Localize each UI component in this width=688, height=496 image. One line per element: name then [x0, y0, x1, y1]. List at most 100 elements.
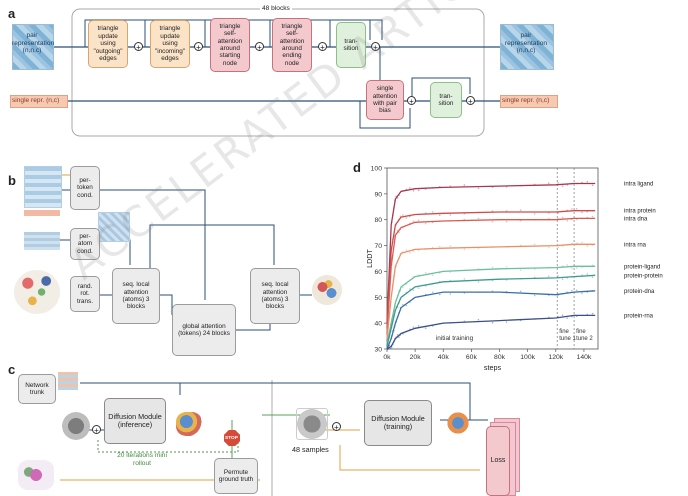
- series-point: [386, 330, 389, 333]
- series-point: [405, 304, 408, 307]
- series-point: [591, 312, 594, 315]
- y-tick-label: 70: [374, 243, 382, 250]
- series-point: [386, 347, 389, 350]
- series-point: [405, 283, 408, 285]
- series-point: [591, 264, 594, 267]
- series-point: [491, 210, 494, 213]
- series-point: [566, 317, 569, 319]
- series-point: [417, 219, 420, 222]
- series-point: [449, 245, 452, 247]
- training-output-image: [444, 410, 472, 436]
- series-point: [402, 190, 404, 192]
- plus-icon: +: [92, 425, 101, 435]
- per-token-cond-box: per-token cond.: [70, 166, 100, 210]
- rollout-structure-image: [176, 412, 202, 436]
- y-tick-label: 40: [374, 321, 382, 328]
- series-point: [566, 219, 569, 222]
- series-point: [575, 267, 578, 269]
- series-point: [417, 274, 420, 276]
- series-point: [388, 329, 391, 331]
- plus-icon: +: [194, 42, 203, 52]
- series-point: [477, 268, 480, 270]
- x-tick-label: 120k: [548, 354, 563, 361]
- series-line: [386, 243, 596, 339]
- series-point: [393, 246, 395, 248]
- series-point: [388, 341, 391, 344]
- series-point: [581, 181, 583, 184]
- series-point: [586, 245, 589, 247]
- series-point: [581, 274, 583, 277]
- series-line: [386, 274, 596, 347]
- series-point: [396, 316, 399, 319]
- triangle-attn-start-box: triangle self-attention around starting …: [210, 18, 250, 72]
- series-point: [571, 289, 573, 292]
- series-point: [561, 278, 564, 281]
- y-axis-label: LDDT: [365, 249, 374, 268]
- phase-label: initial training: [436, 335, 474, 342]
- series-line: [386, 265, 596, 344]
- series-point: [438, 272, 441, 274]
- y-tick-label: 100: [371, 166, 383, 173]
- series-point: [571, 218, 573, 221]
- series-point: [387, 346, 390, 348]
- series-point: [402, 332, 404, 335]
- series-point: [394, 228, 396, 230]
- samples-stack-image: [296, 408, 328, 440]
- x-tick-label: 140k: [577, 354, 592, 361]
- series-point: [586, 210, 589, 213]
- series-point: [438, 280, 441, 283]
- series-point: [561, 210, 564, 213]
- series-point: [387, 306, 390, 309]
- y-tick-label: 90: [374, 191, 382, 198]
- series-label: intra rna: [624, 242, 647, 248]
- x-axis-label: steps: [484, 363, 502, 372]
- series-point: [491, 290, 494, 293]
- series-point: [491, 279, 494, 282]
- series-point: [491, 266, 494, 269]
- series-point: [395, 305, 397, 308]
- series-point: [390, 326, 393, 328]
- series-point: [402, 226, 404, 229]
- iterations-label: 20 iterations mini rollout: [117, 452, 167, 467]
- x-tick-label: 40k: [438, 354, 450, 361]
- series-point: [533, 243, 536, 246]
- series-point: [399, 215, 402, 218]
- series-point: [395, 265, 397, 268]
- series-point: [388, 344, 391, 347]
- series-point: [566, 291, 569, 293]
- series-point: [388, 312, 391, 315]
- pair-output-heatmap: [500, 24, 554, 70]
- series-point: [571, 208, 573, 210]
- triangle-incoming-box: triangle update using "incoming" edges: [150, 20, 190, 68]
- diffusion-training-box: Diffusion Module (training): [364, 400, 432, 446]
- series-point: [409, 301, 411, 303]
- series-point: [424, 327, 427, 329]
- x-tick-label: 100k: [520, 354, 535, 361]
- series-point: [519, 184, 522, 187]
- series-point: [566, 184, 569, 186]
- series-point: [463, 212, 466, 215]
- panel-c-letter: c: [8, 362, 16, 377]
- series-point: [463, 278, 466, 280]
- series-point: [405, 291, 408, 294]
- series-point: [561, 185, 564, 187]
- series-point: [431, 291, 434, 294]
- series-point: [402, 303, 404, 306]
- series-point: [424, 248, 427, 250]
- plus-icon: +: [318, 42, 327, 52]
- series-point: [533, 212, 536, 215]
- series-line: [386, 210, 596, 329]
- series-point: [387, 337, 390, 339]
- x-tick-label: 20k: [410, 354, 422, 361]
- plus-icon: +: [407, 96, 416, 106]
- y-tick-label: 30: [374, 347, 382, 354]
- loss-box: Loss: [486, 426, 510, 496]
- series-point: [449, 214, 452, 216]
- series-point: [561, 265, 564, 267]
- series-point: [533, 276, 536, 279]
- series-point: [399, 306, 402, 309]
- series-point: [389, 338, 392, 340]
- series-point: [581, 266, 583, 268]
- series-point: [533, 268, 536, 270]
